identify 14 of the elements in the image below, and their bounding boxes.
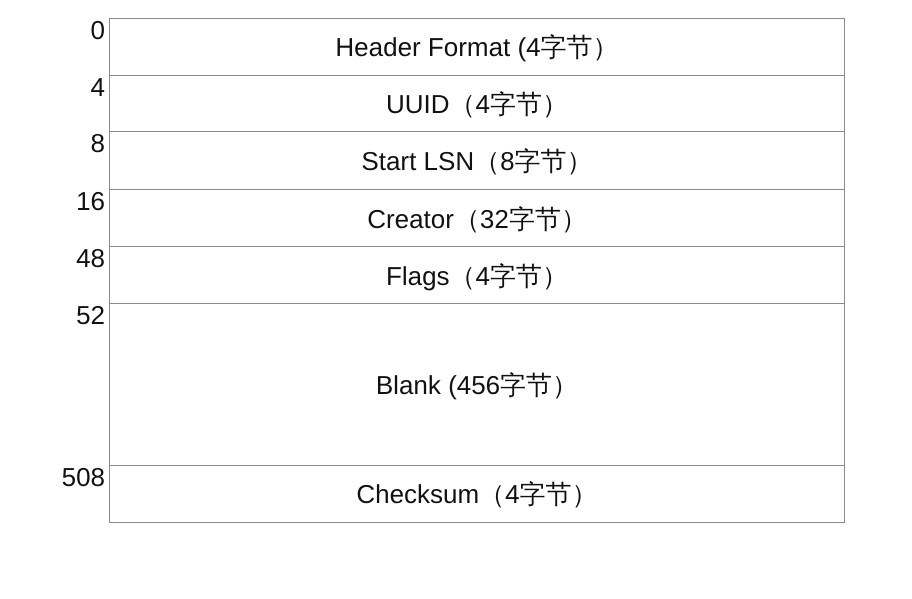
field-cell: Flags（4字节） bbox=[109, 246, 845, 305]
offset-label: 48 bbox=[76, 243, 105, 273]
offset-label: 4 bbox=[90, 72, 105, 102]
offset-label: 52 bbox=[76, 300, 105, 330]
field-cell: Checksum（4字节） bbox=[109, 465, 845, 523]
field-cell: UUID（4字节） bbox=[109, 75, 845, 133]
offset-label: 16 bbox=[76, 186, 105, 216]
offset-label: 508 bbox=[62, 462, 105, 492]
field-cell: Creator（32字节） bbox=[109, 189, 845, 248]
field-cell: Header Format (4字节） bbox=[109, 18, 845, 76]
field-cell: Start LSN（8字节） bbox=[109, 131, 845, 191]
field-cell: Blank (456字节） bbox=[109, 303, 845, 467]
offset-label: 8 bbox=[90, 128, 105, 158]
offset-label: 0 bbox=[90, 15, 105, 45]
